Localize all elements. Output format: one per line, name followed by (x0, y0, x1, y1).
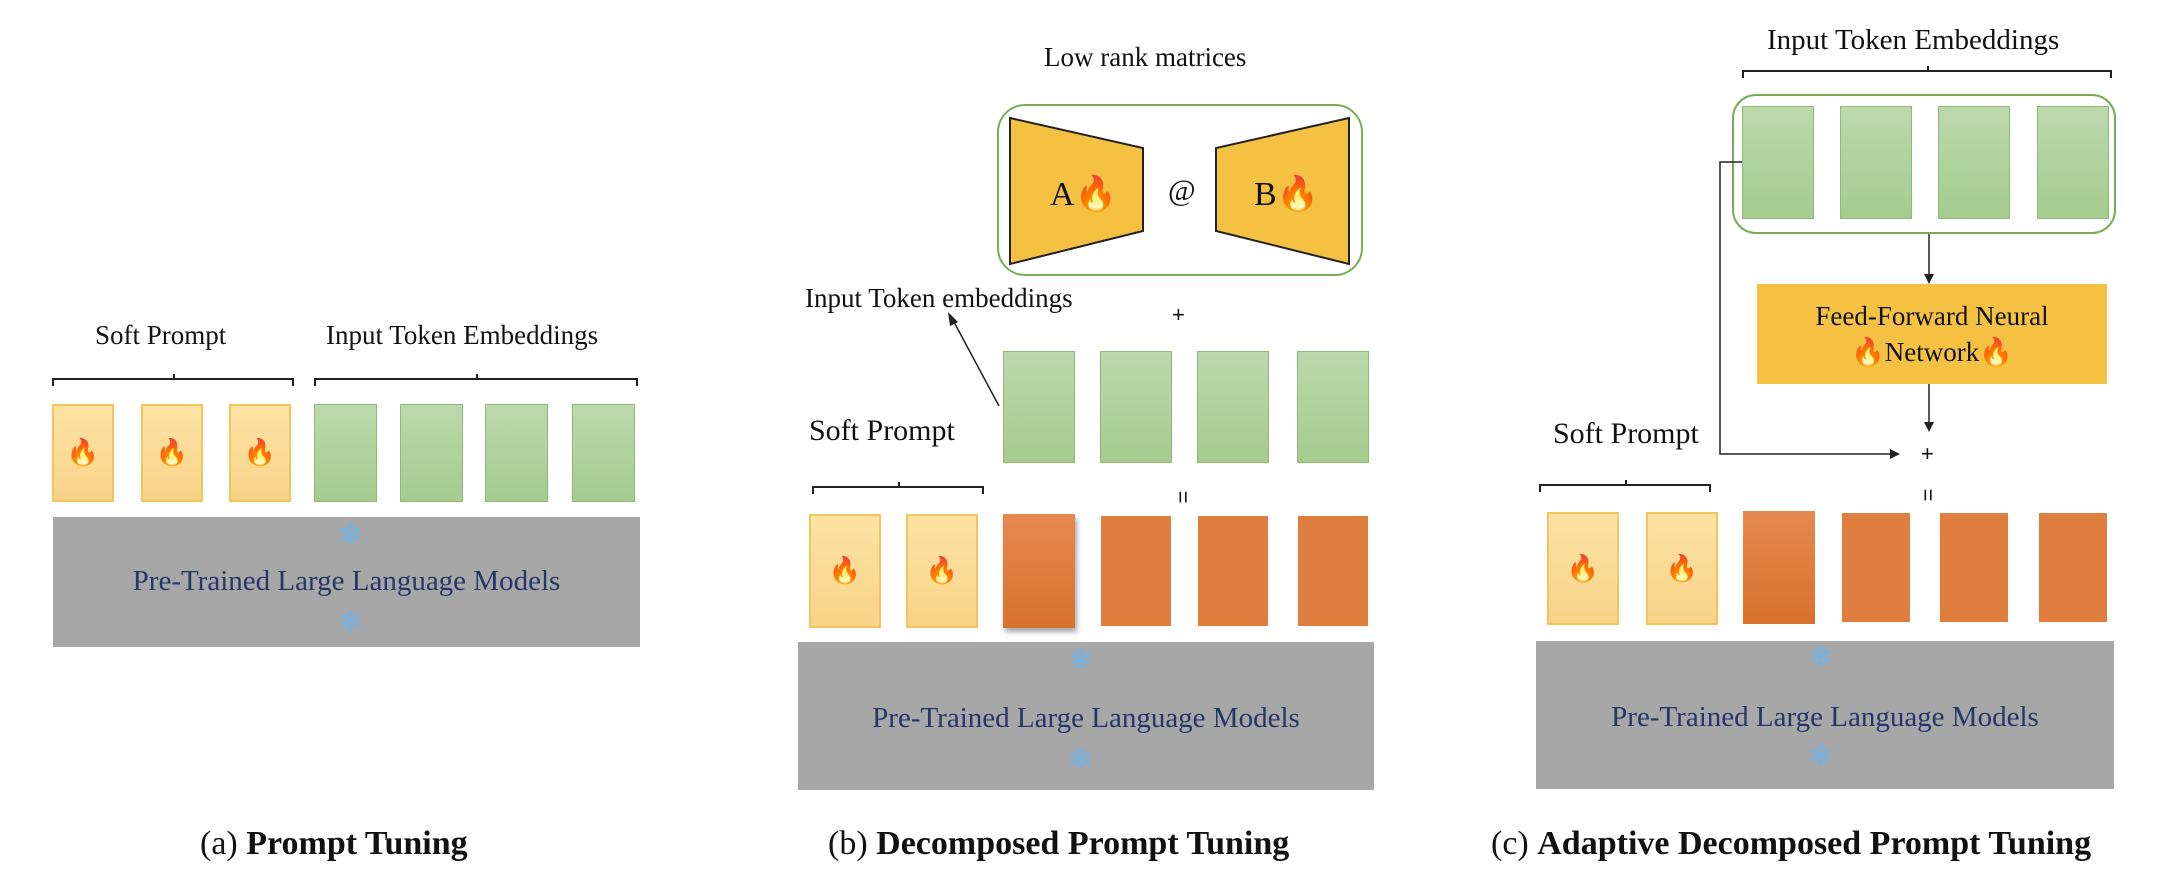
soft-prompt-token: 🔥 (52, 404, 114, 502)
soft-prompt-brace (1539, 480, 1711, 492)
soft-prompt-token: 🔥 (141, 404, 203, 502)
fire-icon: 🔥 (1074, 176, 1117, 213)
low-rank-box (997, 104, 1363, 276)
soft-prompt-brace (52, 374, 294, 386)
plus-symbol: + (1172, 302, 1185, 327)
soft-prompt-token: 🔥 (229, 404, 291, 502)
soft-prompt-token: 🔥 (1547, 512, 1619, 625)
input-embedding-token (1297, 351, 1369, 463)
fire-icon: 🔥 (66, 438, 100, 467)
caption-c: (c) Adaptive Decomposed Prompt Tuning (1491, 825, 2092, 862)
input-embedding-token (572, 404, 635, 502)
input-embeddings-label: Input Token Embeddings (1767, 24, 2060, 56)
fire-icon: 🔥 (1665, 553, 1699, 583)
pretrained-llm-block: ❄ Pre-Trained Large Language Models ❄ (53, 517, 640, 647)
arrow-head (1924, 422, 1934, 432)
caption-b: (b) Decomposed Prompt Tuning (828, 825, 1290, 862)
model-label: Pre-Trained Large Language Models (872, 702, 1300, 734)
fire-icon: 🔥 (828, 556, 862, 585)
soft-prompt-token: 🔥 (809, 514, 881, 628)
arrow-head (1890, 449, 1900, 459)
input-embeddings-box (1732, 94, 2116, 234)
input-embedding-token (1840, 106, 1912, 219)
ffn-label-line2: 🔥Network🔥 (1851, 337, 2013, 367)
input-embeddings-label: Input Token embeddings (805, 283, 1073, 313)
arrow-line (1719, 161, 1892, 455)
decomposed-embedding-token (1940, 513, 2008, 622)
fire-icon: 🔥 (1566, 553, 1600, 583)
plus-symbol: + (1921, 441, 1934, 466)
input-embedding-token (1003, 351, 1075, 463)
feed-forward-network-box: Feed-Forward Neural 🔥Network🔥 (1757, 284, 2107, 384)
soft-prompt-label: Soft Prompt (95, 320, 227, 350)
model-label: Pre-Trained Large Language Models (132, 565, 561, 597)
fire-icon: 🔥 (1979, 337, 2013, 367)
soft-prompt-brace (812, 482, 984, 494)
soft-prompt-label: Soft Prompt (1553, 417, 1699, 450)
model-label: Pre-Trained Large Language Models (1611, 701, 2039, 733)
snowflake-icon: ❄ (338, 605, 364, 640)
fire-icon: 🔥 (1851, 337, 1885, 367)
input-embedding-token (1742, 106, 1814, 219)
snowflake-icon: ❄ (1808, 739, 1834, 774)
panel-a: Soft Prompt Input Token Embeddings 🔥 🔥 🔥… (0, 0, 700, 892)
input-embedding-token (485, 404, 548, 502)
snowflake-icon: ❄ (338, 518, 364, 553)
input-embedding-token (1938, 106, 2010, 219)
input-embedding-token (1197, 351, 1269, 463)
matmul-symbol: @ (1168, 174, 1196, 207)
decomposed-embedding-token (1198, 516, 1268, 626)
low-rank-label: Low rank matrices (1044, 42, 1247, 72)
decomposed-embedding-token (1298, 516, 1368, 626)
arrow-line (953, 321, 1000, 407)
input-embeddings-brace (314, 374, 638, 386)
input-embeddings-label: Input Token Embeddings (326, 320, 599, 350)
input-embedding-token (1100, 351, 1172, 463)
decomposed-embedding-token (1842, 513, 1910, 622)
fire-icon: 🔥 (243, 438, 277, 467)
input-embedding-token (2037, 106, 2109, 219)
matrix-a-label: A🔥 (1050, 176, 1117, 213)
decomposed-embedding-token (1101, 516, 1171, 626)
soft-prompt-token: 🔥 (1646, 512, 1718, 625)
soft-prompt-label: Soft Prompt (809, 414, 955, 447)
decomposed-embedding-token (1003, 514, 1075, 628)
fire-icon: 🔥 (925, 556, 959, 585)
decomposed-embedding-token (2039, 513, 2107, 622)
arrow-head (948, 312, 958, 326)
input-embeddings-brace (1742, 66, 2112, 78)
matrix-b-shape (1215, 116, 1350, 266)
snowflake-icon: ❄ (1068, 643, 1094, 678)
snowflake-icon: ❄ (1808, 640, 1834, 675)
decomposed-embedding-token (1743, 511, 1815, 624)
soft-prompt-token: 🔥 (906, 514, 978, 628)
pretrained-llm-block: ❄ Pre-Trained Large Language Models ❄ (1536, 641, 2114, 789)
pretrained-llm-block: ❄ Pre-Trained Large Language Models ❄ (798, 642, 1374, 790)
arrow-head (1924, 274, 1934, 284)
fire-icon: 🔥 (1276, 176, 1320, 213)
input-embedding-token (314, 404, 377, 502)
equals-symbol: = (1915, 488, 1941, 502)
input-embedding-token (400, 404, 463, 502)
ffn-label-line1: Feed-Forward Neural (1815, 301, 2049, 331)
fire-icon: 🔥 (155, 438, 189, 467)
snowflake-icon: ❄ (1068, 742, 1094, 777)
matrix-a-shape (1009, 116, 1144, 266)
matrix-b-label: B🔥 (1254, 176, 1320, 213)
caption-a: (a) Prompt Tuning (200, 825, 468, 862)
